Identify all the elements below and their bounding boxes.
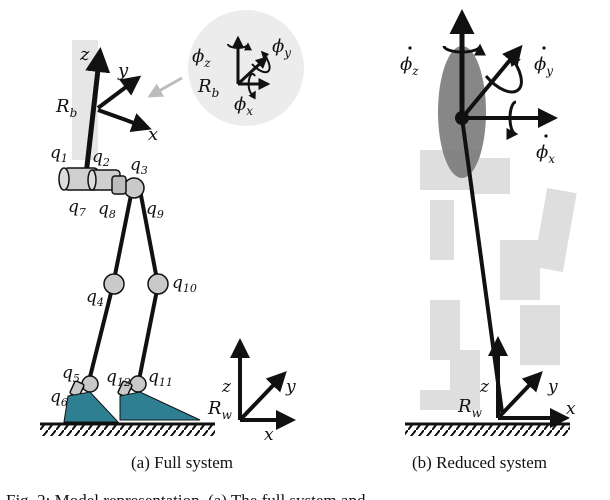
legs [86,189,160,386]
legend-phi-y: ϕy [272,36,291,60]
rate-arrow-z [442,43,486,56]
left-thigh [111,189,134,286]
label-q11: q11 [148,367,173,389]
axis-label-y: y [117,60,129,81]
panel-full-system: z y x Rb ϕz ϕy ϕx Rb [40,10,304,472]
rate-label-y: ϕy [534,54,553,78]
rotation-legend: ϕz ϕy ϕx Rb [188,10,304,126]
rate-arrow-x [506,100,519,140]
world-frame-label-b: Rw [457,396,483,420]
label-q4: q4 [86,287,104,309]
world-frame-b: z y x Rw [457,336,576,428]
axis-label-z: z [79,44,90,65]
label-q6: q6 [50,387,68,409]
caption-a: (a) Full system [131,453,233,472]
label-q9: q9 [146,199,164,221]
label-q5: q5 [62,363,80,385]
caption-b: (b) Reduced system [412,453,547,472]
axis-label-x: x [148,124,158,145]
y-axis-arrow [96,75,142,110]
joint-q4 [103,273,125,295]
world-axis-y-a: y [285,377,296,397]
label-q2: q2 [92,147,110,169]
label-q3: q3 [130,155,148,177]
hip-assembly [58,167,145,199]
label-q1: q1 [50,143,68,165]
pendulum-leg [460,117,504,413]
rate-label-x: ϕx [536,142,555,166]
figure-footer: Fig. 2: Model representation. (a) The fu… [6,491,366,500]
label-q10: q10 [172,273,197,295]
world-frame-a: z y x Rw [207,338,296,445]
legend-phi-x: ϕx [234,94,253,118]
legend-circle [188,10,304,126]
world-axis-z-a: z [221,377,232,397]
world-axis-x-a: x [264,425,274,445]
joint-q5 [81,375,99,393]
joint-q10 [147,273,169,295]
world-axis-z-b: z [479,377,490,397]
label-q12: q12 [106,367,131,389]
world-frame-label-a: Rw [207,398,233,422]
base-frame-label: Rb [55,96,77,120]
ground-a [40,422,215,436]
ground-b [405,422,570,436]
ghost-robot [420,150,577,410]
right-thigh [138,189,160,286]
joint-q3 [123,177,145,199]
right-shank [136,284,160,386]
base-frame-axes [83,47,152,176]
rate-label-z: ϕz [400,54,419,78]
left-shank [86,284,115,386]
world-axis-y-b: y [547,377,558,397]
legend-frame-label: Rb [197,76,219,100]
world-axis-x-b: x [566,399,576,419]
right-foot [119,391,201,421]
left-foot [63,391,120,423]
legend-phi-z: ϕz [192,46,211,70]
label-q8: q8 [98,199,116,221]
x-axis-arrow [97,108,152,132]
panel-reduced-system: ϕz ϕy ϕx z y x Rw (b) Reduced system [400,9,577,472]
label-q7: q7 [68,197,86,219]
rate-arrow-y [484,54,523,94]
joint-q11 [129,375,147,393]
legend-pointer-arrow [147,76,183,98]
z-axis-arrow [83,47,111,176]
